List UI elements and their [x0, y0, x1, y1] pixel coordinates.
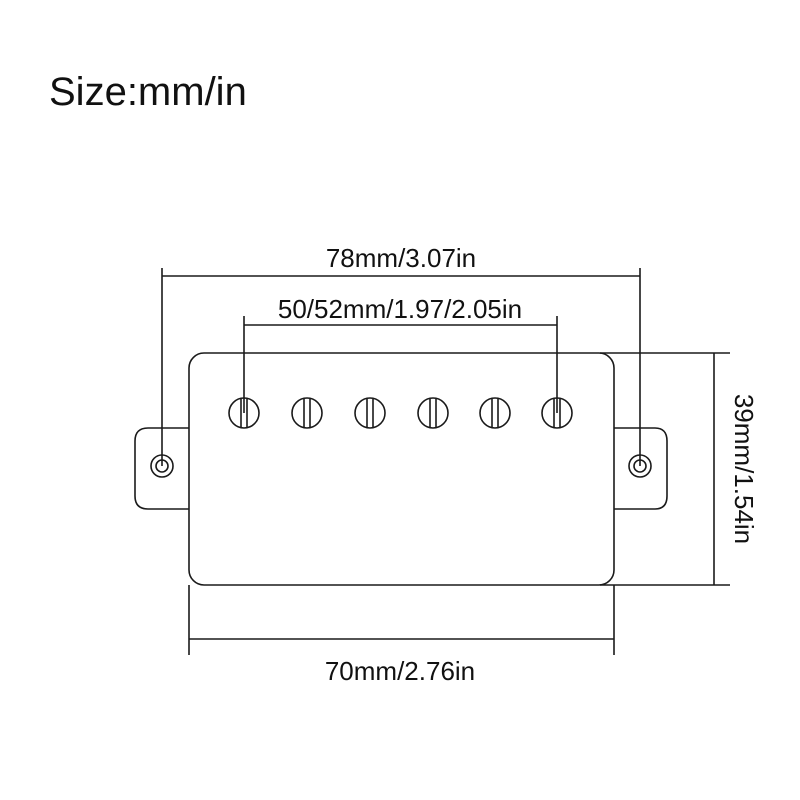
- body-length-dimension-line: [188, 585, 615, 655]
- overall-length-dimension-line: [161, 268, 641, 466]
- pickup-body: [188, 352, 615, 586]
- right-mounting-tab: [614, 427, 668, 510]
- pole-piece-icon: [291, 397, 323, 429]
- pole-pieces: [228, 397, 573, 429]
- height-dimension-line: [600, 352, 730, 586]
- pole-piece-icon: [354, 397, 386, 429]
- left-mounting-tab: [134, 427, 189, 510]
- pole-piece-icon: [417, 397, 449, 429]
- pole-spacing-dimension-line: [243, 316, 558, 413]
- pole-spacing-label: 50/52mm/1.97/2.05in: [278, 294, 522, 324]
- pole-piece-icon: [479, 397, 511, 429]
- height-label: 39mm/1.54in: [729, 394, 759, 544]
- size-title: Size:mm/in: [49, 70, 247, 114]
- body-length-label: 70mm/2.76in: [325, 656, 475, 686]
- overall-length-label: 78mm/3.07in: [326, 243, 476, 273]
